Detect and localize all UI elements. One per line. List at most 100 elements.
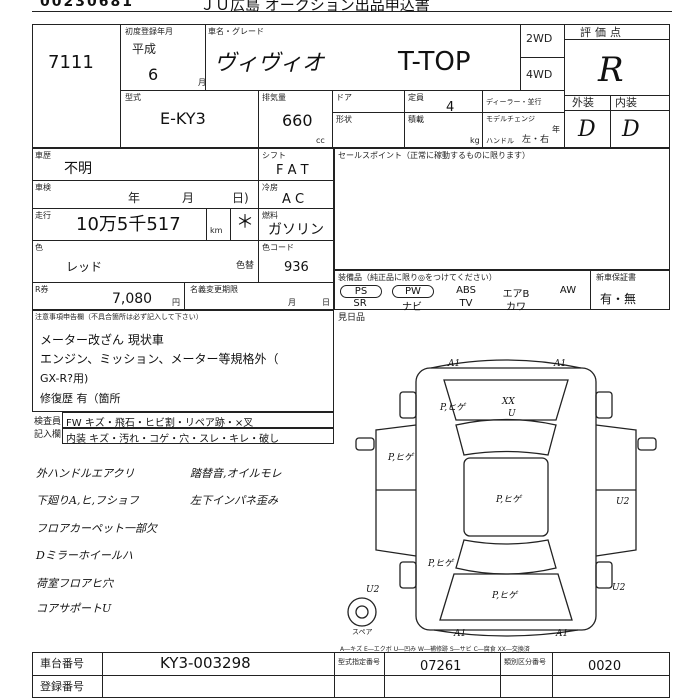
handwritten-note-1: 外ハンドルエアクリ	[36, 467, 135, 480]
fuel-label: 燃料	[262, 211, 278, 220]
recycle-label: R券	[35, 285, 49, 294]
equip-leather: カワ	[506, 302, 526, 313]
interior-score: D	[622, 117, 640, 142]
car-damage-diagram: P,ヒゲ XX U P,ヒゲ P,ヒゲ U2 P,ヒゲ P,ヒゲ A1 A1 A…	[347, 359, 657, 639]
equip-ps: PS	[340, 285, 382, 298]
model-change-label: モデルチェンジ	[486, 115, 535, 123]
capacity-label: 定員	[408, 93, 424, 102]
load-label: 積載	[408, 115, 424, 124]
check-row-2	[62, 428, 334, 444]
handwritten-note-2: 下廻りA,ヒ,フショフ	[36, 494, 139, 507]
registration-label: 登録番号	[40, 680, 84, 693]
recycle-value: 7,080	[112, 291, 153, 307]
handwritten-note-3: フロアカーペット一部欠	[36, 522, 157, 535]
mark-front-xx: XX	[501, 397, 515, 407]
chassis-label: 車台番号	[40, 657, 84, 670]
load-unit: kg	[470, 136, 480, 145]
mileage-label: 走行	[35, 211, 51, 220]
shift-label: シフト	[262, 151, 286, 160]
dealer-label: ディーラー・並行	[486, 98, 542, 106]
color-code: 936	[284, 260, 309, 275]
mark-a1-front-left: A1	[447, 359, 460, 369]
expiry-day: 日	[322, 298, 330, 307]
handwritten-note-4: Dミラーホイールハ	[36, 549, 133, 562]
type-cert-label: 型式指定番号	[338, 658, 380, 666]
check-row-1-text: FW キズ・飛石・ヒビ割・リペア跡・×叉	[66, 418, 254, 429]
mark-front-u: U	[508, 409, 516, 419]
sales-point-label: セールスポイント（正常に稼動するものに限ります）	[338, 151, 530, 160]
new-warranty-label: 新車保証書	[596, 273, 636, 282]
sales-point-block	[334, 148, 670, 270]
handwritten-note-6: コアサポートU	[36, 602, 112, 615]
score-label: 評価点	[580, 26, 625, 39]
top-block	[32, 24, 670, 148]
notes-line-2: エンジン、ミッション、メーター等規格外（	[40, 352, 279, 366]
handwritten-note-5: 荷室フロアヒ穴	[36, 577, 113, 590]
exterior-score: D	[578, 117, 596, 142]
recycle-unit: 円	[172, 298, 180, 307]
model-label: 型式	[125, 93, 141, 102]
color-change-label: 色替	[236, 261, 255, 271]
class-no-value: 0020	[588, 659, 622, 674]
mark-left-door: P,ヒゲ	[387, 452, 415, 463]
first-reg-era: 平成	[132, 42, 157, 56]
form-title: ＪＵ広島 オークション出品申込書	[200, 0, 430, 14]
shaken-label: 車検	[35, 183, 51, 192]
interior-label: 内装	[615, 96, 637, 109]
notes-block	[32, 310, 334, 412]
stock-number: 00230681	[40, 0, 134, 10]
drive-4wd: 4WD	[526, 68, 553, 81]
damage-legend: A―キズ E―エクボ U―凹み W―補修跡 S―サビ C―腐食 XX―交換済	[340, 646, 530, 653]
equipment-block	[334, 270, 670, 310]
mileage-unit: km	[210, 226, 223, 235]
shape-label: 形状	[336, 115, 352, 124]
mark-roof: P,ヒゲ	[495, 494, 523, 505]
color-value: レッド	[66, 260, 103, 274]
shaken-day: 日)	[232, 191, 249, 205]
expiry-label: 名義変更期限	[190, 285, 238, 294]
displacement-unit: cc	[316, 136, 325, 145]
color-label: 色	[35, 243, 43, 252]
equip-navi: ナビ	[402, 302, 422, 313]
mark-a1-rear-right: A1	[555, 629, 568, 639]
notes-line-4: 修復歴 有（箇所	[40, 392, 121, 405]
exterior-label: 外装	[572, 96, 594, 109]
car-name: ヴィヴィオ	[214, 51, 325, 76]
equip-tv: TV	[459, 298, 473, 309]
first-reg-month-unit: 月	[198, 78, 206, 87]
mark-right-door: U2	[616, 497, 630, 507]
shaken-year: 年	[128, 191, 141, 205]
handle-label: ハンドル	[486, 137, 514, 145]
handwritten-note-right-1: 踏替音,オイルモレ	[190, 467, 282, 480]
chassis-value: KY3-003298	[160, 654, 251, 672]
cooler-label: 冷房	[262, 183, 278, 192]
door-label: ドア	[336, 93, 352, 102]
history-value: 不明	[64, 161, 92, 177]
notes-line-1: メーター改ざん 現状車	[40, 333, 164, 347]
check-label-2: 記入欄	[34, 430, 62, 440]
mark-u2-left: U2	[366, 585, 380, 595]
displacement-label: 排気量	[262, 93, 286, 102]
model-value: E-KY3	[160, 109, 206, 128]
lot-number: 7111	[48, 52, 94, 73]
header-rule	[32, 11, 672, 12]
mark-rear-left: P,ヒゲ	[427, 558, 455, 569]
mileage-value: 10万5千517	[76, 214, 181, 235]
spare-label: スペア	[352, 628, 373, 636]
displacement-value: 660	[282, 111, 313, 130]
score-value: R	[598, 50, 624, 90]
mark-front-left: P,ヒゲ	[439, 402, 467, 413]
expiry-month: 月	[288, 298, 296, 307]
new-warranty-value: 有・無	[600, 292, 637, 306]
car-name-label: 車名・グレード	[208, 27, 264, 36]
equip-pw: PW	[392, 285, 434, 298]
equip-abs: ABS	[456, 285, 476, 296]
type-cert-value: 07261	[420, 659, 462, 674]
model-change-unit: 年	[552, 125, 560, 134]
first-reg-year: 6	[148, 65, 159, 84]
fuel-value: ガソリン	[268, 222, 324, 238]
equip-airbag: エアB	[502, 289, 530, 300]
check-label-1: 検査員	[34, 417, 62, 427]
inspector-label: 見日品	[338, 313, 366, 323]
middle-left-block	[32, 148, 334, 310]
